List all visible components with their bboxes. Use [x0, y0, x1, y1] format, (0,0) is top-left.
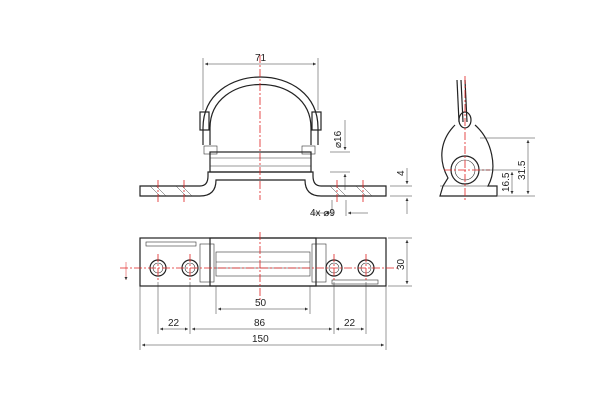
side-loop [439, 124, 498, 197]
base-plate [139, 171, 387, 197]
dim-edge-left: 22 [168, 318, 180, 329]
dim-plate-thickness: 4 [396, 170, 407, 176]
arch-outer [202, 76, 319, 145]
dim-plate-height: 30 [396, 258, 407, 270]
dim-inner-width: 86 [254, 318, 266, 329]
front-view: 71 ⌀16 4 4x ⌀9 [139, 53, 412, 219]
clip-right [311, 111, 322, 131]
dim-side-total-height: 31.5 [517, 160, 528, 180]
clip-left [199, 111, 210, 131]
top-view: 30 50 22 86 22 150 [120, 232, 412, 350]
tube-body [209, 151, 312, 173]
dim-slot-width: 50 [255, 298, 267, 309]
dim-overall-length: 150 [252, 334, 269, 345]
dim-edge-right: 22 [344, 318, 356, 329]
dim-holes: 4x ⌀9 [310, 208, 335, 219]
side-view: 16.5 31.5 [439, 76, 535, 200]
dim-side-center-height: 16.5 [501, 172, 512, 192]
arch-inner [209, 84, 312, 145]
dim-width-top: 71 [255, 53, 267, 64]
dim-tube-diameter: ⌀16 [333, 130, 344, 148]
